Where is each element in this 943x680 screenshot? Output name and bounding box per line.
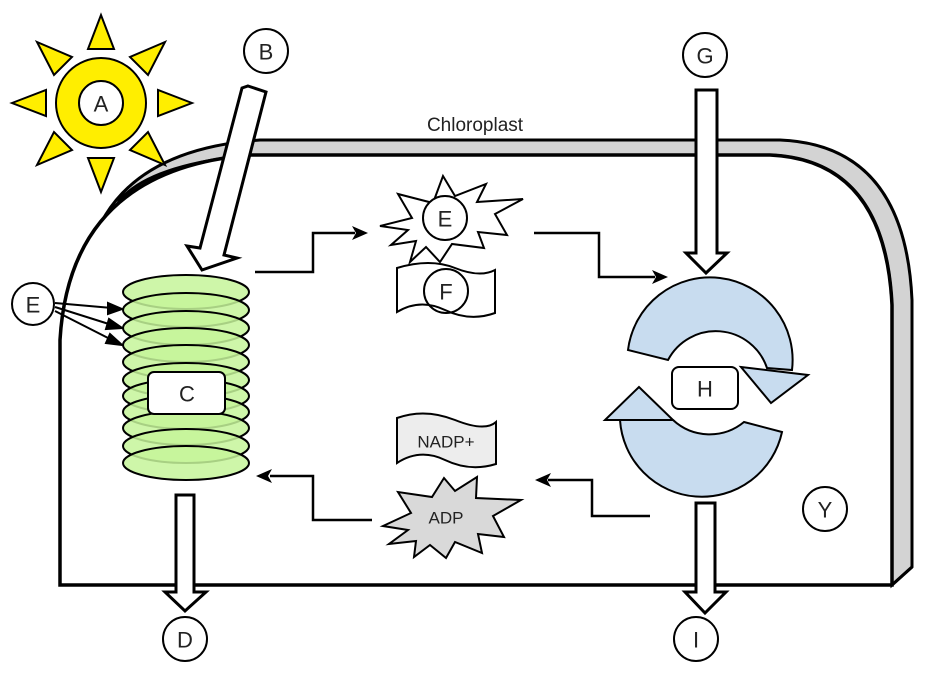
label-h-box (671, 366, 739, 410)
arrow-g-to-cycle (682, 88, 731, 276)
arrow-thylakoid-to-carriers (255, 226, 368, 274)
chloroplast-title: Chloroplast (427, 115, 524, 136)
label-d: D (177, 628, 193, 653)
label-f: F (439, 280, 452, 305)
label-adp: ADP (429, 509, 464, 528)
label-y: Y (818, 498, 833, 523)
label-d-circle (162, 616, 208, 662)
cycle-arrows-icon (602, 276, 811, 498)
label-e-left-circle (11, 282, 55, 326)
thylakoid-disc (122, 445, 250, 481)
label-a: A (94, 92, 109, 117)
label-h: H (697, 377, 713, 402)
arrow-b-to-thylakoid (183, 84, 268, 272)
label-c-box (147, 371, 226, 415)
label-nadp: NADP+ (417, 433, 474, 452)
chloroplast-corner-edge (890, 565, 914, 587)
arrow-to-i (681, 501, 730, 616)
label-y-circle (802, 486, 848, 532)
label-g: G (696, 44, 713, 69)
sun-icon (9, 12, 195, 195)
label-b: B (259, 40, 274, 65)
arrow-adp-to-thylakoid (256, 469, 372, 522)
label-e-left: E (26, 293, 41, 318)
label-i-circle (673, 616, 719, 662)
carrier-banner (396, 262, 496, 318)
arrow-to-d (161, 493, 210, 614)
label-b-circle (243, 28, 289, 74)
label-f-circle (423, 268, 469, 314)
adp-starburst (379, 475, 525, 560)
label-e-top: E (438, 207, 453, 232)
nadp-banner (396, 412, 497, 469)
arrow-cycle-to-adp (535, 473, 650, 518)
label-i: I (693, 628, 699, 653)
arrow-carriers-to-cycle (534, 231, 668, 284)
label-g-circle (682, 32, 728, 78)
label-c: C (179, 382, 195, 407)
label-e-top-circle (422, 195, 468, 241)
arrows-e-to-thylakoid (54, 301, 125, 347)
